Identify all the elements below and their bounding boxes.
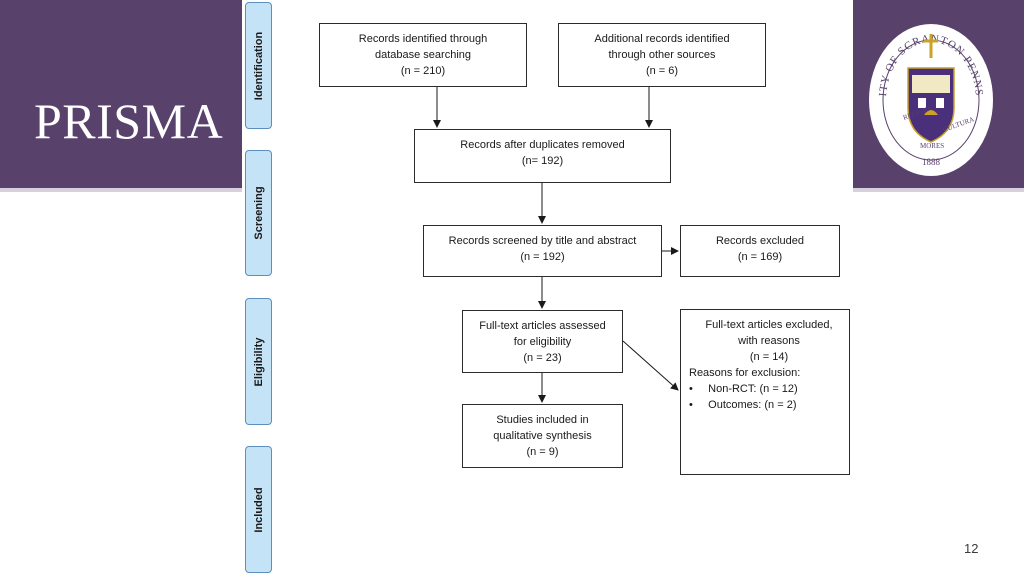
phase-screening: Screening <box>245 150 272 276</box>
page-number: 12 <box>964 541 979 556</box>
box-database-search: Records identified through database sear… <box>319 23 527 87</box>
reason-item: • Outcomes: (n = 2) <box>689 399 797 411</box>
reasons-title: Reasons for exclusion: <box>689 367 801 379</box>
box-records-screened: Records screened by title and abstract (… <box>423 225 662 277</box>
reason-item: • Non-RCT: (n = 12) <box>689 383 798 395</box>
university-seal-logo: UNIVERSITY OF SCRANTON PENNSYLVANIA RELI… <box>866 20 995 178</box>
box-fulltext-excluded: Full-text articles excluded, with reason… <box>680 309 850 475</box>
box-fulltext-assessed: Full-text articles assessed for eligibil… <box>462 310 623 373</box>
phase-label: Included <box>252 486 265 533</box>
box-other-sources: Additional records identified through ot… <box>558 23 766 87</box>
phase-label: Eligibility <box>252 337 265 386</box>
box-duplicates-removed: Records after duplicates removed (n= 192… <box>414 129 671 183</box>
phase-eligibility: Eligibility <box>245 298 272 425</box>
phase-included: Included <box>245 446 272 573</box>
box-studies-included: Studies included in qualitative synthesi… <box>462 404 623 468</box>
slide-title: PRISMA <box>34 93 224 149</box>
box-records-excluded: Records excluded (n = 169) <box>680 225 840 277</box>
phase-label: Identification <box>252 31 265 100</box>
svg-text:MORES: MORES <box>920 142 944 150</box>
svg-text:1888: 1888 <box>922 157 941 167</box>
phase-identification: Identification <box>245 2 272 129</box>
phase-label: Screening <box>252 186 265 240</box>
diagram-panel <box>242 0 853 576</box>
